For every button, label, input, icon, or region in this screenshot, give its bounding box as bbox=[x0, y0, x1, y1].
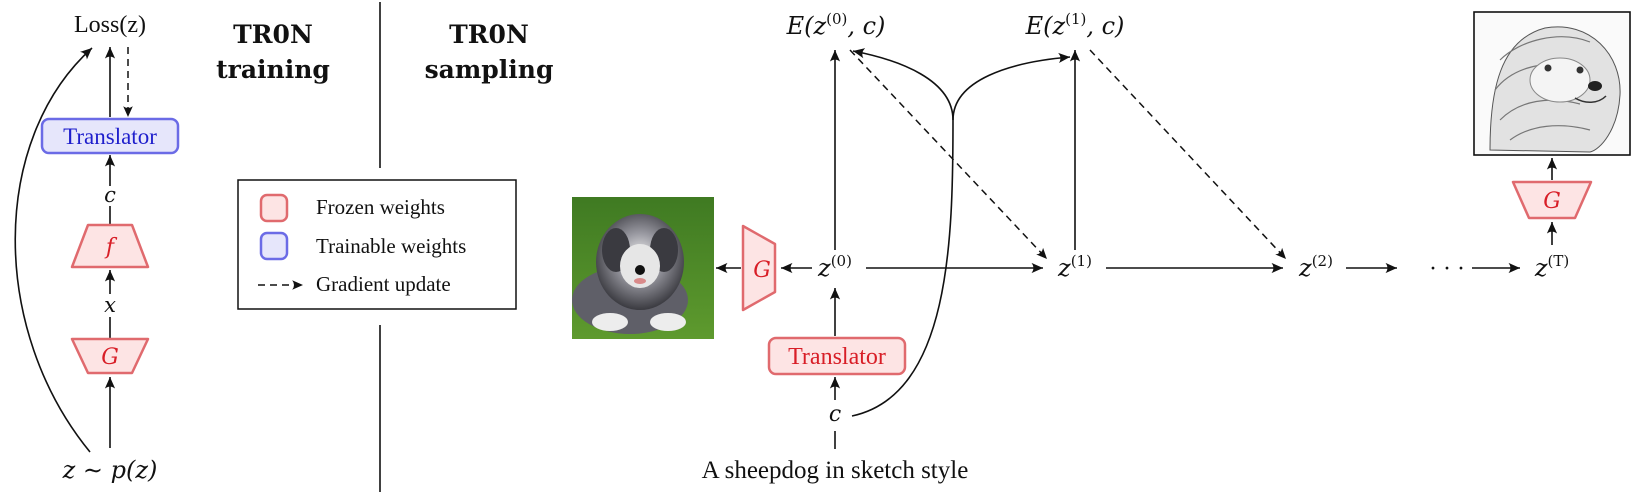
sampling-translator-label: Translator bbox=[788, 344, 886, 370]
z-to-loss-curve-arrow bbox=[14, 47, 93, 453]
sheepdog-sketch bbox=[1473, 11, 1631, 156]
f-encoder-trapezoid bbox=[70, 223, 150, 269]
e1-label: E(z(1), c) bbox=[1025, 10, 1125, 40]
output-g-generator-trapezoid bbox=[1511, 180, 1593, 220]
z0-node: z(0) bbox=[817, 252, 852, 282]
sampling-g-generator-trapezoid bbox=[741, 224, 777, 312]
training-heading-2: training bbox=[216, 55, 330, 84]
training-translator-label: Translator bbox=[63, 124, 157, 149]
output-g-label: G bbox=[1543, 189, 1561, 214]
e0-label: E(z(0), c) bbox=[786, 10, 886, 40]
z2-node: z(2) bbox=[1298, 252, 1333, 282]
training-x-label: x bbox=[104, 293, 116, 317]
training-g-generator-trapezoid bbox=[70, 337, 150, 375]
training-c-label: c bbox=[104, 183, 116, 207]
training-z-label: z ∼ p(z) bbox=[62, 456, 158, 484]
legend-trainable-label: Trainable weights bbox=[316, 234, 466, 258]
legend-trainable-swatch bbox=[259, 231, 289, 261]
sheepdog-photo bbox=[572, 197, 714, 339]
sampling-heading-2: sampling bbox=[425, 55, 554, 84]
loss-label: Loss(z) bbox=[74, 12, 146, 38]
text-prompt: A sheepdog in sketch style bbox=[702, 457, 969, 484]
sampling-g-label: G bbox=[753, 258, 771, 283]
z1-node: z(1) bbox=[1057, 252, 1092, 282]
legend-frozen-swatch bbox=[259, 193, 289, 223]
c-to-e1-curve-arrow bbox=[952, 52, 1071, 121]
legend-gradient-label: Gradient update bbox=[316, 272, 451, 296]
legend-frozen-label: Frozen weights bbox=[316, 195, 445, 219]
c-to-e0-curve-arrow bbox=[852, 48, 954, 121]
ellipsis: · · · bbox=[1429, 256, 1465, 282]
e0-to-z1-dashed-arrow bbox=[849, 49, 1048, 260]
training-g-label: G bbox=[101, 345, 119, 370]
training-translator-box bbox=[40, 117, 180, 155]
c-curve-trunk bbox=[851, 119, 954, 417]
e1-to-z2-dashed-arrow bbox=[1089, 49, 1287, 260]
training-heading-1: TR0N bbox=[233, 20, 313, 49]
zT-node: z(T) bbox=[1534, 252, 1569, 282]
sampling-heading-1: TR0N bbox=[449, 20, 529, 49]
sampling-translator-box bbox=[767, 336, 907, 376]
sampling-c-label: c bbox=[829, 402, 841, 427]
